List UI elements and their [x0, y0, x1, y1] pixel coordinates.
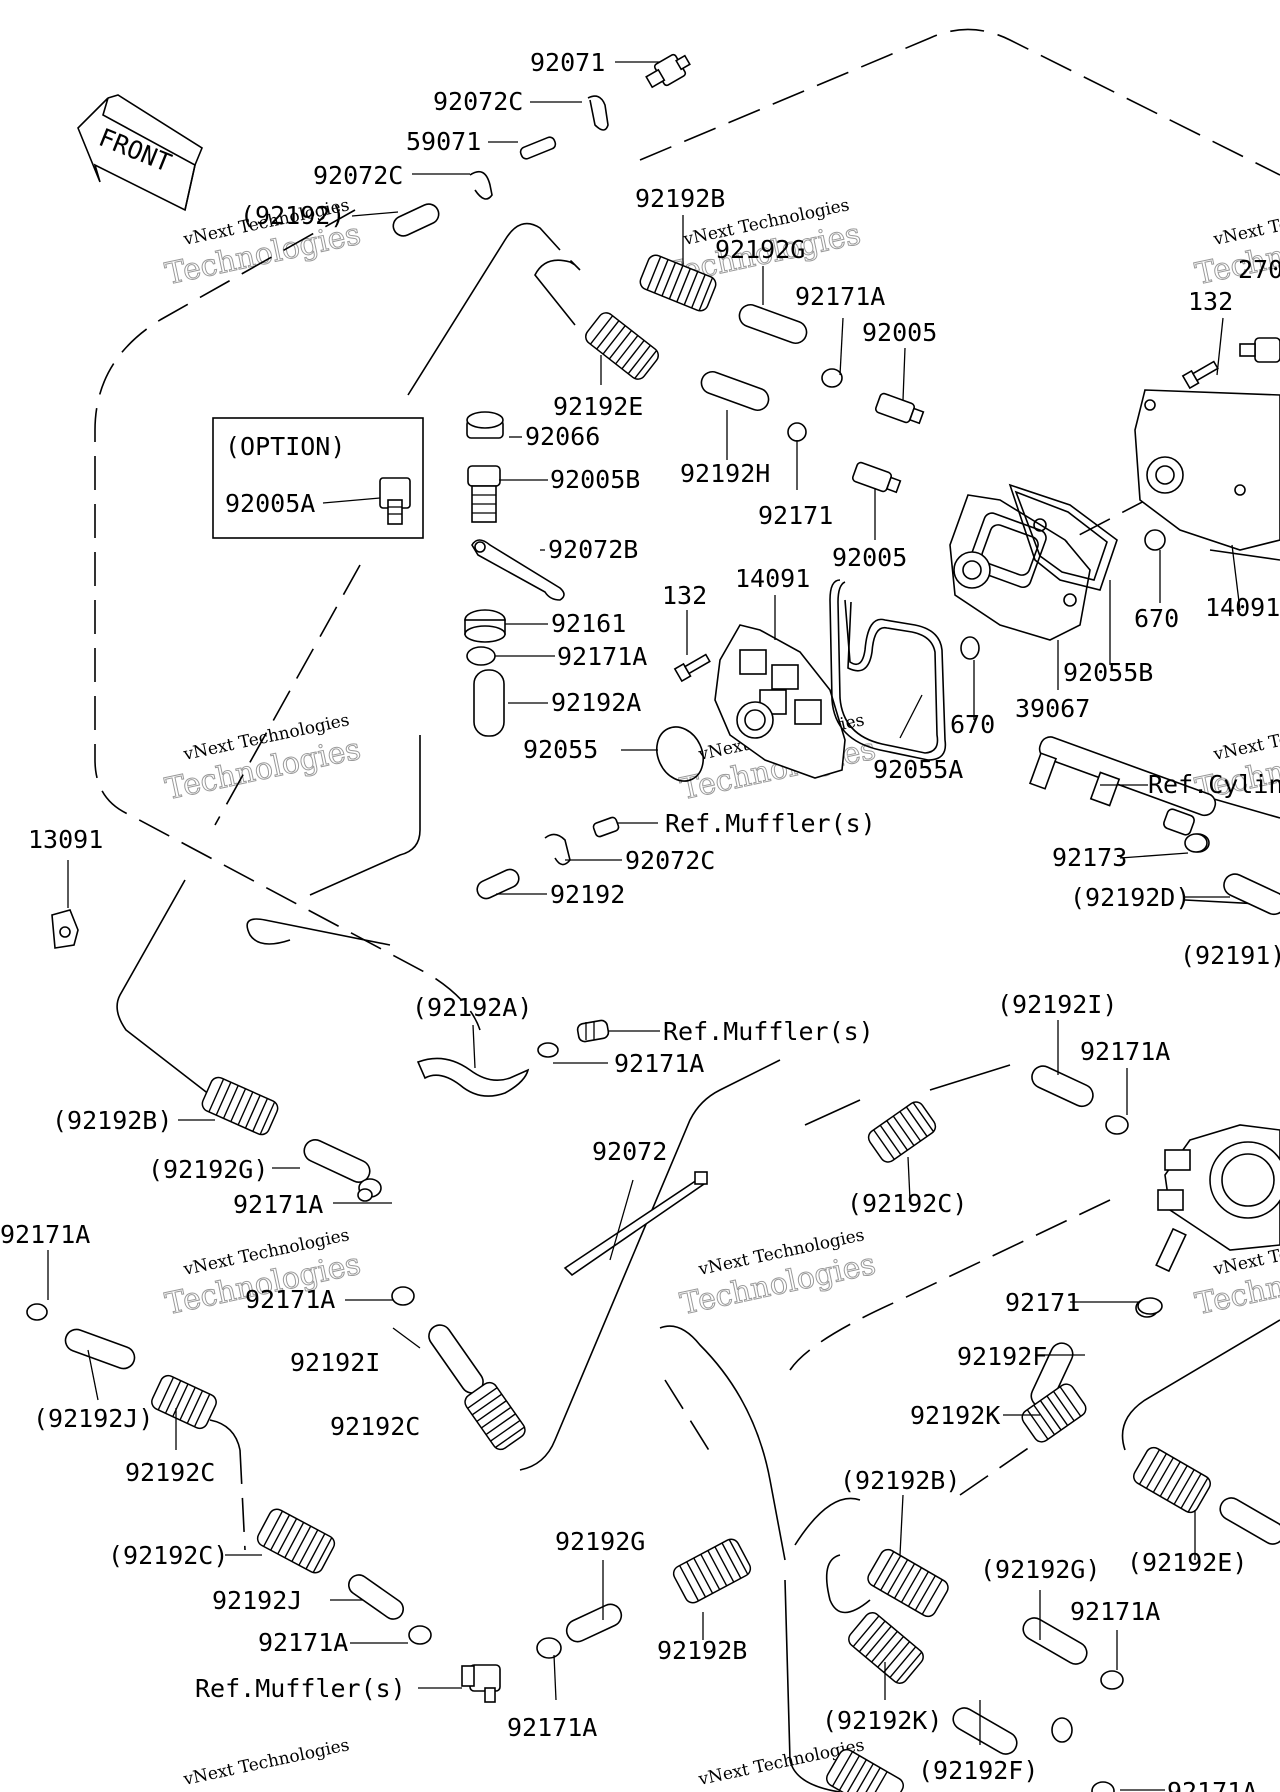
part-label: 14091	[735, 564, 810, 593]
part-label: 670	[1134, 604, 1179, 633]
part-label: (92192J)	[33, 1404, 153, 1433]
part-label: 92171A	[1167, 1777, 1257, 1792]
svg-text:(OPTION): (OPTION)	[225, 432, 345, 461]
part-label: 92171A	[795, 282, 885, 311]
part-label: 92192K	[910, 1401, 1000, 1430]
part-label: 92192I	[290, 1348, 380, 1377]
part-label: (92192B)	[840, 1466, 960, 1495]
part-label: 270	[1238, 255, 1280, 284]
part-label: 14091	[1205, 593, 1280, 622]
part-label: 92192B	[635, 184, 725, 213]
spring-hoses	[151, 254, 1211, 1792]
thermostat-housing	[1155, 1124, 1280, 1273]
part-label: 92005B	[550, 465, 640, 494]
part-label: (92192D)	[1070, 883, 1190, 912]
part-label: 92072C	[433, 87, 523, 116]
part-label: 92072C	[625, 846, 715, 875]
part-label: 13091	[28, 825, 103, 854]
part-label: 92055	[523, 735, 598, 764]
part-label: 92192	[550, 880, 625, 909]
part-label: (92192)	[240, 201, 345, 230]
part-label: 92171	[1005, 1288, 1080, 1317]
part-label: 92192C	[125, 1458, 215, 1487]
cover-plate-right	[1134, 389, 1280, 551]
part-label: 92192J	[212, 1586, 302, 1615]
part-label: 92171A	[1080, 1037, 1170, 1066]
part-label: 92192E	[553, 392, 643, 421]
cover-plate-left	[714, 624, 846, 779]
part-label: 92071	[530, 48, 605, 77]
part-label: 92072C	[313, 161, 403, 190]
part-label: 92192B	[657, 1636, 747, 1665]
part-label: (92191)	[1180, 941, 1280, 970]
part-label: (92192A)	[412, 993, 532, 1022]
leader-lines	[47, 61, 1241, 1791]
part-label: 39067	[1015, 694, 1090, 723]
cylinder-pipe	[1028, 736, 1217, 836]
part-label: 92173	[1052, 843, 1127, 872]
part-label: 92055B	[1063, 658, 1153, 687]
part-label: 92171A	[233, 1190, 323, 1219]
part-label: (92192C)	[108, 1541, 228, 1570]
part-label: Ref.Muffler(s)	[665, 809, 876, 838]
fitting-icon	[645, 53, 691, 89]
part-label: 59071	[406, 127, 481, 156]
part-label: 92005	[832, 543, 907, 572]
part-label: 92192G	[555, 1527, 645, 1556]
part-label: 92171	[758, 501, 833, 530]
part-label: 92066	[525, 422, 600, 451]
svg-text:92005A: 92005A	[225, 489, 315, 518]
part-label: 132	[1188, 287, 1233, 316]
part-label: Ref.Cylinder	[1148, 770, 1280, 799]
part-label: 92171A	[614, 1049, 704, 1078]
gasket-left	[829, 579, 947, 761]
part-label: 92171A	[258, 1628, 348, 1657]
part-label: 92192G	[715, 235, 805, 264]
part-label: (92192E)	[1127, 1548, 1247, 1577]
part-label: Ref.Muffler(s)	[663, 1017, 874, 1046]
part-label: 92055A	[873, 755, 963, 784]
part-label: 92171A	[245, 1285, 335, 1314]
watermark: vNext Technologies Technologies	[677, 1225, 879, 1323]
cover-plate-center	[949, 494, 1091, 641]
part-label: 92072	[592, 1137, 667, 1166]
watermark: vNext Technologies	[181, 1735, 351, 1790]
part-label: (92192G)	[148, 1155, 268, 1184]
drain-bolt-icon	[379, 477, 411, 525]
watermark: vNext Technologies Technologies	[162, 710, 364, 808]
part-label: 92072B	[548, 535, 638, 564]
part-label: (92192I)	[997, 990, 1117, 1019]
part-label: (92192F)	[918, 1756, 1038, 1785]
hose-tubes	[64, 203, 1280, 1755]
part-label: (92192C)	[847, 1189, 967, 1218]
svg-text:vNext Technologies: vNext Technologies	[181, 1735, 351, 1790]
part-label: (92192G)	[980, 1555, 1100, 1584]
part-label: 92005	[862, 318, 937, 347]
part-label: 92192A	[551, 688, 641, 717]
part-label: 670	[950, 710, 995, 739]
t-fitting-icon	[461, 1664, 501, 1703]
part-labels: 92071 92072C 59071 92072C (92192) 92192B…	[0, 48, 1280, 1792]
gasket-center	[1008, 483, 1118, 591]
option-box: (OPTION) 92005A	[212, 417, 424, 539]
part-label: 92192F	[957, 1342, 1047, 1371]
part-label: 132	[662, 581, 707, 610]
part-label: 92192C	[330, 1412, 420, 1441]
part-label: Ref.Muffler(s)	[195, 1674, 406, 1703]
part-label: 92192H	[680, 459, 770, 488]
part-label: 92171A	[0, 1220, 90, 1249]
part-label: (92192B)	[52, 1106, 172, 1135]
front-arrow-icon: FRONT	[77, 94, 203, 212]
part-label: 92171A	[1070, 1597, 1160, 1626]
part-label: 92171A	[557, 642, 647, 671]
part-label: (92192K)	[822, 1706, 942, 1735]
block-icon	[51, 909, 79, 949]
part-label: 92161	[551, 609, 626, 638]
part-label: 92171A	[507, 1713, 597, 1742]
small-parts	[26, 53, 1280, 1792]
